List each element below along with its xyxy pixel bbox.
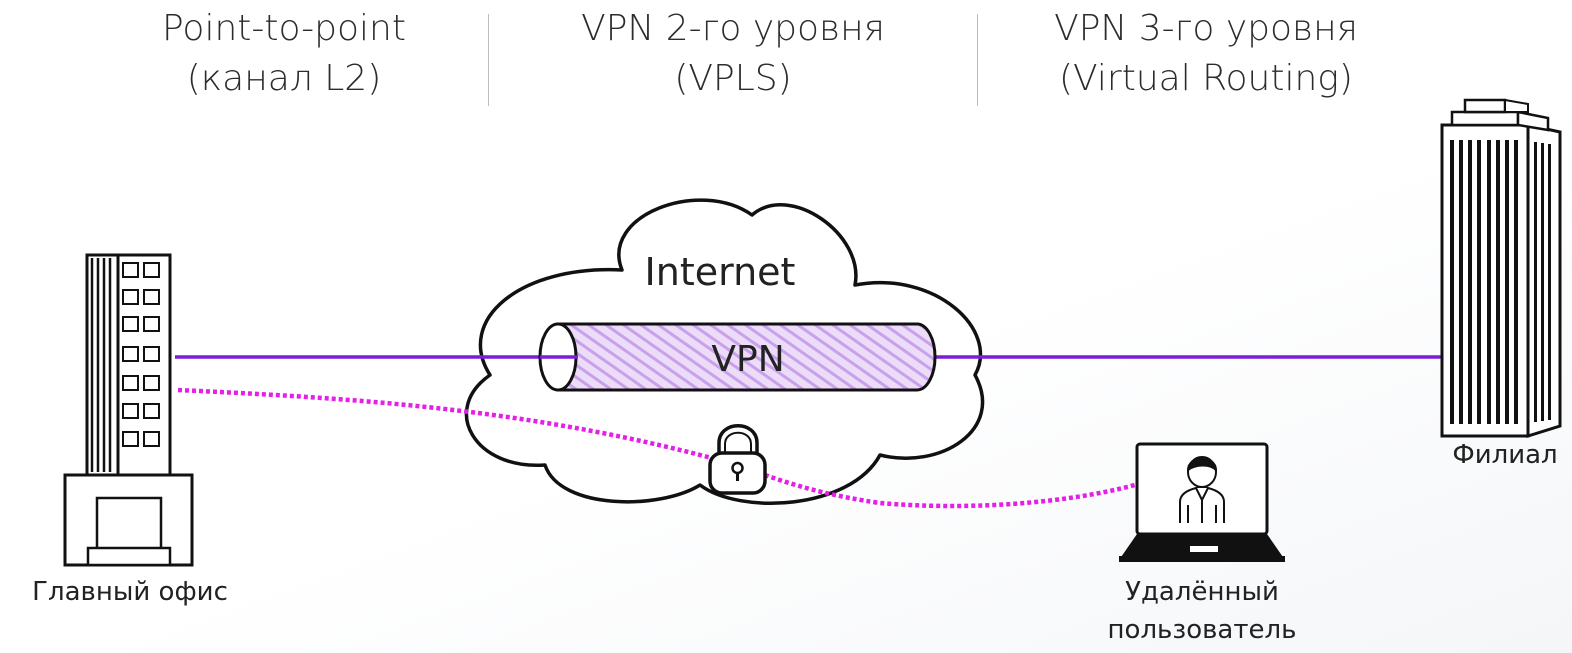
remote-user-laptop-icon	[1119, 442, 1285, 562]
header-point-to-point-line1: Point-to-point	[162, 8, 406, 49]
branch-label: Филиал	[1452, 440, 1558, 470]
header-vpls-line1: VPN 2-го уровня	[581, 8, 885, 49]
remote-user-label-line1: Удалённый	[1125, 577, 1279, 607]
header-divider-2	[977, 14, 978, 106]
header-vpls: VPN 2-го уровня (VPLS)	[533, 4, 933, 104]
vpn-tunnel	[538, 322, 937, 392]
header-point-to-point-line2: (канал L2)	[186, 58, 382, 99]
user-avatar-icon	[1179, 456, 1225, 523]
tunnel-label: VPN	[711, 339, 784, 380]
header-point-to-point: Point-to-point (канал L2)	[84, 4, 484, 104]
header-virtual-routing-line2: (Virtual Routing)	[1059, 58, 1353, 99]
padlock-icon	[708, 424, 767, 495]
header-virtual-routing: VPN 3-го уровня (Virtual Routing)	[1006, 4, 1406, 104]
remote-user-link	[177, 387, 1136, 509]
header-vpls-line2: (VPLS)	[674, 58, 792, 99]
remote-user-label-line2: пользователь	[1107, 615, 1297, 645]
main-office-label: Главный офис	[32, 577, 228, 607]
header-virtual-routing-line1: VPN 3-го уровня	[1054, 8, 1358, 49]
header-divider-1	[488, 14, 489, 106]
main-office-building-icon	[63, 253, 194, 567]
branch-building-icon	[1440, 98, 1562, 439]
cloud-label: Internet	[645, 250, 796, 294]
